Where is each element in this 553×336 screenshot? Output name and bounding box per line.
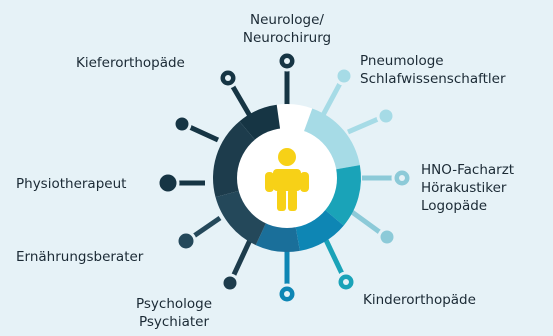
label-kinderorthopaede: Kinderorthopäde [363, 292, 476, 308]
node-physio [156, 171, 180, 195]
node-pneumo-2 [376, 106, 396, 126]
label-hno: HNO-Facharzt Hörakustiker Logopäde [421, 162, 515, 214]
label-kieferorthopaede: Kieferorthopäde [76, 55, 185, 71]
ring-segment-slate [215, 190, 267, 246]
ring-segment-lightblue [303, 108, 360, 170]
ring-segment-blue-dark [255, 221, 300, 253]
child-figure-icon [265, 148, 309, 211]
ring-segments [213, 104, 361, 253]
node-psych-2 [220, 273, 240, 293]
node-pneumo [334, 66, 354, 86]
ring-segment-white [276, 104, 313, 133]
connector-nodes [156, 50, 413, 305]
ring-segment-blue [295, 208, 344, 251]
label-physiotherapeut: Physiotherapeut [16, 176, 127, 192]
node-ernaehrung [175, 230, 197, 252]
ring-segment-teal [323, 165, 361, 226]
label-ernaehrungsberater: Ernährungsberater [16, 249, 144, 265]
node-kiefer-2 [172, 114, 192, 134]
node-hno-2 [377, 227, 397, 247]
label-pneumologe: Pneumologe Schlafwissenschaftler [360, 53, 506, 87]
label-neurologe: Neurologe/ Neurochirurg [242, 12, 332, 46]
ring-segment-navy [213, 121, 257, 198]
label-psychologe: Psychologe Psychiater [135, 296, 213, 330]
